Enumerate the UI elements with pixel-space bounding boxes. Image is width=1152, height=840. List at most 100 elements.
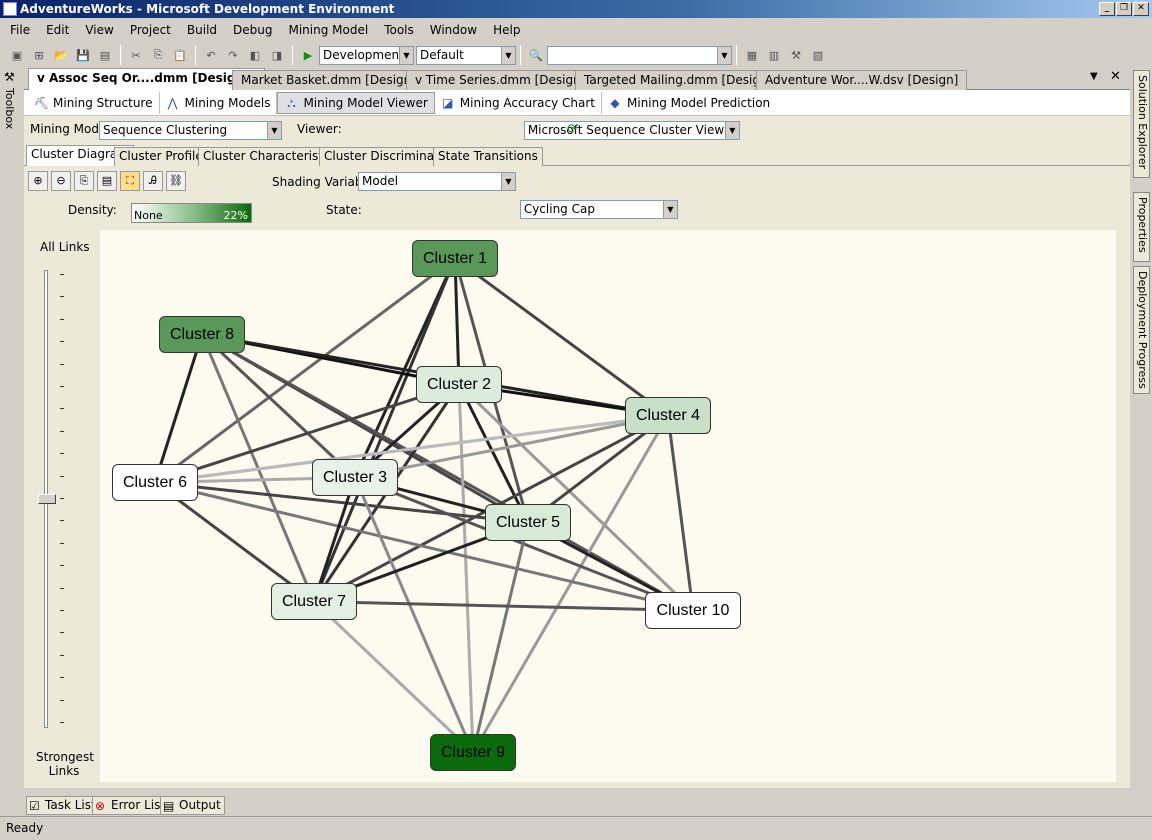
cluster-link-8-3[interactable] xyxy=(200,333,357,479)
find-combo[interactable]: ▼ xyxy=(547,45,732,65)
menu-project[interactable]: Project xyxy=(129,23,171,37)
close-document-icon[interactable]: ✕ xyxy=(1110,69,1121,84)
doc-tab-market-basket[interactable]: Market Basket.dmm [Design] xyxy=(232,70,425,90)
cluster-node-8[interactable]: Cluster 8 xyxy=(159,316,245,353)
configuration-dropdown[interactable]: Development▼ xyxy=(319,45,414,65)
cluster-link-1-7[interactable] xyxy=(312,257,457,603)
tab-cluster-diagram[interactable]: Cluster Diagram xyxy=(26,145,134,166)
refresh-icon[interactable]: ⟳ xyxy=(567,122,578,137)
menu-edit[interactable]: Edit xyxy=(46,23,70,37)
menu-window[interactable]: Window xyxy=(429,23,478,37)
cluster-node-4[interactable]: Cluster 4 xyxy=(625,397,711,434)
doc-tab-adventure-works-dsv[interactable]: Adventure Wor....W.dsv [Design] xyxy=(756,70,968,90)
output-tab[interactable]: ▤Output xyxy=(160,796,225,815)
tab-list-dropdown-icon[interactable]: ▼ xyxy=(1090,71,1098,82)
copy-entire-graph-icon[interactable]: ▤ xyxy=(97,171,117,191)
link-strength-slider[interactable] xyxy=(30,262,70,732)
tab-cluster-discrimination[interactable]: Cluster Discrimination xyxy=(319,147,463,166)
error-list-tab[interactable]: ⊗Error List xyxy=(92,796,170,815)
menu-tools[interactable]: Tools xyxy=(384,23,414,37)
paste-icon[interactable]: 📋 xyxy=(173,48,187,62)
cluster-link-5-9[interactable] xyxy=(471,522,530,753)
cluster-link-1-3[interactable] xyxy=(353,257,457,479)
tab-mining-models[interactable]: ⋀Mining Models xyxy=(160,91,278,114)
navigate-back-icon[interactable]: ◧ xyxy=(249,48,261,62)
menu-build[interactable]: Build xyxy=(186,23,218,37)
cluster-link-8-6[interactable] xyxy=(153,334,204,483)
cluster-link-7-9[interactable] xyxy=(312,600,475,754)
cluster-link-2-5[interactable] xyxy=(457,383,530,524)
cluster-node-6[interactable]: Cluster 6 xyxy=(112,464,198,501)
cluster-link-3-9[interactable] xyxy=(353,476,475,754)
cluster-link-2-9[interactable] xyxy=(457,384,475,753)
toolbox-icon[interactable]: ⚒ xyxy=(791,48,801,62)
menu-mining-model[interactable]: Mining Model xyxy=(288,23,369,37)
toolbox-tab[interactable]: Toolbox xyxy=(3,88,16,130)
cluster-node-1[interactable]: Cluster 1 xyxy=(412,240,498,277)
shading-variable-dropdown[interactable]: Model▼ xyxy=(358,172,516,191)
tab-mining-model-prediction[interactable]: ◆Mining Model Prediction xyxy=(602,92,776,114)
cluster-node-2[interactable]: Cluster 2 xyxy=(416,366,502,403)
menu-debug[interactable]: Debug xyxy=(233,23,273,37)
cluster-link-6-5[interactable] xyxy=(154,481,529,524)
add-item-icon[interactable]: ⊞ xyxy=(34,48,44,62)
new-project-icon[interactable]: ▣ xyxy=(11,48,23,62)
doc-tab-targeted-mailing[interactable]: Targeted Mailing.dmm [Design] xyxy=(575,70,782,90)
deployment-progress-tab[interactable]: Deployment Progress xyxy=(1133,266,1150,394)
copy-graph-view-icon[interactable]: ⎘ xyxy=(74,171,94,191)
cluster-node-5[interactable]: Cluster 5 xyxy=(485,504,571,541)
cluster-node-7[interactable]: Cluster 7 xyxy=(271,583,357,620)
cluster-link-4-9[interactable] xyxy=(471,414,670,754)
cluster-link-1-6[interactable] xyxy=(154,257,456,484)
navigate-forward-icon[interactable]: ◨ xyxy=(271,48,283,62)
cluster-link-6-4[interactable] xyxy=(154,414,669,484)
mining-model-dropdown[interactable]: Sequence Clustering▼ xyxy=(99,121,282,140)
cluster-link-4-3[interactable] xyxy=(354,414,669,479)
state-dropdown[interactable]: Cycling Cap▼ xyxy=(519,200,678,219)
tab-state-transitions[interactable]: State Transitions xyxy=(433,147,543,166)
cluster-link-2-6[interactable] xyxy=(154,383,460,484)
solution-explorer-tab[interactable]: Solution Explorer xyxy=(1133,70,1150,178)
doc-tab-time-series[interactable]: v Time Series.dmm [Design] xyxy=(406,70,595,90)
properties-tab[interactable]: Properties xyxy=(1133,192,1150,262)
redo-icon[interactable]: ↷ xyxy=(228,48,238,62)
find-in-files-icon[interactable]: 🔍 xyxy=(529,48,543,62)
cluster-link-2-10[interactable] xyxy=(457,383,695,612)
cluster-link-4-10[interactable] xyxy=(666,415,695,611)
scale-to-fit-icon[interactable]: ⛶ xyxy=(120,171,140,191)
start-debug-icon[interactable]: ▶ xyxy=(303,48,313,62)
viewer-dropdown[interactable]: Microsoft Sequence Cluster Viewer▼ xyxy=(523,121,740,140)
undo-icon[interactable]: ↶ xyxy=(206,48,216,62)
cluster-link-1-4[interactable] xyxy=(454,257,669,417)
slider-thumb[interactable] xyxy=(38,494,56,504)
menu-view[interactable]: View xyxy=(85,23,114,37)
minimize-button[interactable]: _ xyxy=(1099,2,1115,16)
save-icon[interactable]: 💾 xyxy=(76,48,90,62)
tab-mining-structure[interactable]: ⛏Mining Structure xyxy=(28,91,160,114)
solution-explorer-icon[interactable]: ▦ xyxy=(746,48,758,62)
cluster-link-1-2[interactable] xyxy=(453,258,461,385)
cluster-link-3-7[interactable] xyxy=(312,477,357,602)
cluster-node-10[interactable]: Cluster 10 xyxy=(645,592,741,629)
cluster-node-9[interactable]: Cluster 9 xyxy=(430,734,516,771)
tab-mining-accuracy-chart[interactable]: ◪Mining Accuracy Chart xyxy=(435,91,603,114)
zoom-out-icon[interactable]: ⊖ xyxy=(51,171,71,191)
cluster-diagram-canvas[interactable]: Cluster 1 Cluster 2 Cluster 3 Cluster 4 Clus… xyxy=(100,230,1116,782)
tab-mining-model-viewer[interactable]: ⛬Mining Model Viewer xyxy=(277,91,435,114)
cluster-node-3[interactable]: Cluster 3 xyxy=(312,459,398,496)
task-list-tab[interactable]: ☑Task List xyxy=(26,796,100,815)
cluster-link-8-10[interactable] xyxy=(201,333,694,612)
save-all-icon[interactable]: ▤ xyxy=(99,48,111,62)
object-browser-icon[interactable]: ▧ xyxy=(812,48,824,62)
open-folder-icon[interactable]: 📂 xyxy=(54,48,68,62)
cluster-link-7-10[interactable] xyxy=(313,600,694,612)
find-node-icon[interactable]: Ꭿ xyxy=(143,171,163,191)
doc-tab-assoc-seq[interactable]: v Assoc Seq Or....dmm [Design]* xyxy=(28,68,265,90)
cluster-link-6-10[interactable] xyxy=(154,481,694,612)
properties-icon[interactable]: ▥ xyxy=(768,48,780,62)
cluster-link-6-7[interactable] xyxy=(154,481,315,603)
close-button[interactable]: ✕ xyxy=(1133,2,1149,16)
cut-icon[interactable]: ✂ xyxy=(131,48,141,62)
menu-file[interactable]: File xyxy=(10,23,31,37)
platform-dropdown[interactable]: Default▼ xyxy=(416,45,516,65)
